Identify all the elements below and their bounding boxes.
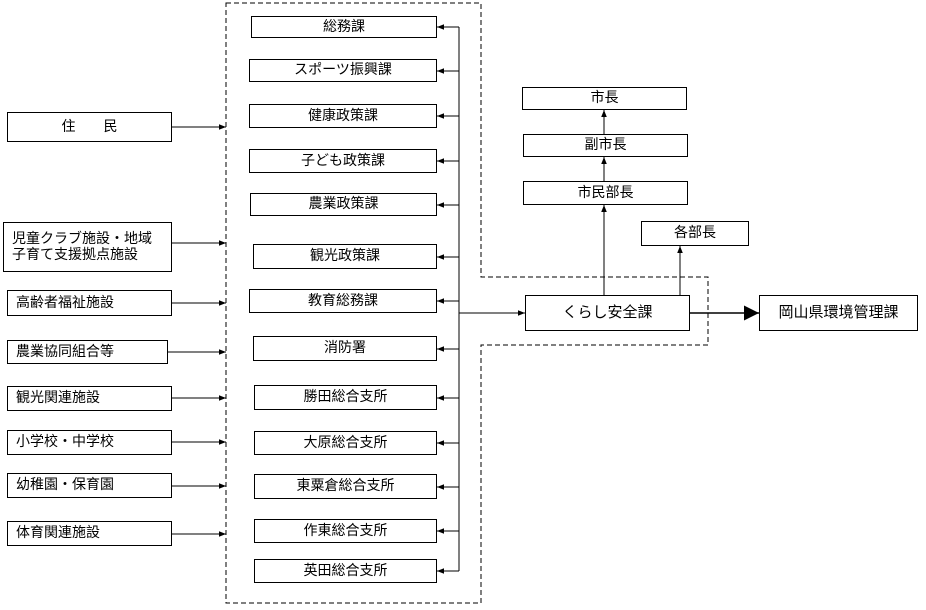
dept-sports-promotion: スポーツ振興課 (249, 59, 437, 82)
source-label: 住 民 (61, 118, 118, 135)
dept-label: 健康政策課 (308, 107, 378, 124)
source-label-line2: 子育て支援拠点施設 (12, 247, 138, 263)
source-label-line1: 児童クラブ施設・地域 (12, 230, 152, 247)
dept-child-policy: 子ども政策課 (249, 149, 437, 173)
source-label: 高齢者福祉施設 (16, 294, 114, 311)
dept-fire-station: 消防署 (253, 336, 437, 361)
dept-higashiawakura-branch: 東粟倉総合支所 (254, 474, 437, 499)
dept-label: 英田総合支所 (303, 562, 388, 579)
hub-label: くらし安全課 (562, 303, 653, 322)
dept-health-policy: 健康政策課 (249, 104, 437, 128)
source-elderly-welfare: 高齢者福祉施設 (7, 290, 172, 316)
dept-education-affairs: 教育総務課 (249, 289, 437, 313)
dept-label: 子ども政策課 (301, 152, 385, 169)
source-arrows (168, 124, 226, 537)
chain-deputy-mayor: 副市長 (523, 134, 688, 157)
hub-kurashi-anzen: くらし安全課 (525, 295, 690, 331)
source-sports-facility: 体育関連施設 (7, 521, 172, 546)
dept-label: 農業政策課 (308, 196, 379, 213)
chain-label: 市民部長 (577, 184, 634, 201)
dept-tourism-policy: 観光政策課 (253, 244, 437, 269)
source-agri-coop: 農業協同組合等 (7, 340, 168, 364)
dept-label: 作東総合支所 (303, 522, 388, 539)
chain-label: 副市長 (584, 137, 627, 154)
dept-agri-policy: 農業政策課 (250, 193, 437, 216)
source-label: 小学校・中学校 (16, 434, 114, 451)
dept-label: 勝田総合支所 (303, 389, 388, 406)
prefecture-label: 岡山県環境管理課 (778, 303, 899, 322)
department-group-outline (225, 2, 709, 604)
source-childcare-club: 児童クラブ施設・地域 子育て支援拠点施設 (3, 222, 172, 272)
dept-label: 大原総合支所 (303, 434, 388, 451)
chain-label: 各部長 (674, 225, 716, 242)
dept-label: 東粟倉総合支所 (296, 478, 395, 495)
chain-label: 市長 (590, 90, 619, 107)
dept-katsuta-branch: 勝田総合支所 (254, 385, 437, 410)
dept-label: 教育総務課 (308, 292, 378, 309)
source-tourism-facility: 観光関連施設 (7, 386, 172, 411)
source-residents: 住 民 (7, 112, 172, 142)
dept-label: 総務課 (323, 18, 365, 35)
source-kindergarten: 幼稚園・保育園 (7, 473, 172, 498)
dept-label: 観光政策課 (310, 248, 380, 265)
prefecture-env-management: 岡山県環境管理課 (759, 295, 918, 331)
source-label: 体育関連施設 (16, 525, 100, 542)
source-schools: 小学校・中学校 (7, 430, 172, 455)
source-label: 幼稚園・保育園 (16, 477, 114, 494)
bus-arrows (437, 24, 459, 574)
dept-label: スポーツ振興課 (294, 62, 392, 79)
dept-aida-branch: 英田総合支所 (254, 559, 437, 583)
chain-dept-directors: 各部長 (641, 221, 749, 246)
source-label: 観光関連施設 (16, 390, 100, 407)
dept-ohara-branch: 大原総合支所 (254, 431, 437, 455)
source-label: 農業協同組合等 (16, 343, 114, 360)
dept-general-affairs: 総務課 (251, 16, 437, 38)
chain-citizen-director: 市民部長 (523, 181, 688, 205)
dept-label: 消防署 (324, 340, 366, 357)
chain-mayor: 市長 (522, 87, 687, 110)
dept-sakuto-branch: 作東総合支所 (254, 519, 437, 543)
